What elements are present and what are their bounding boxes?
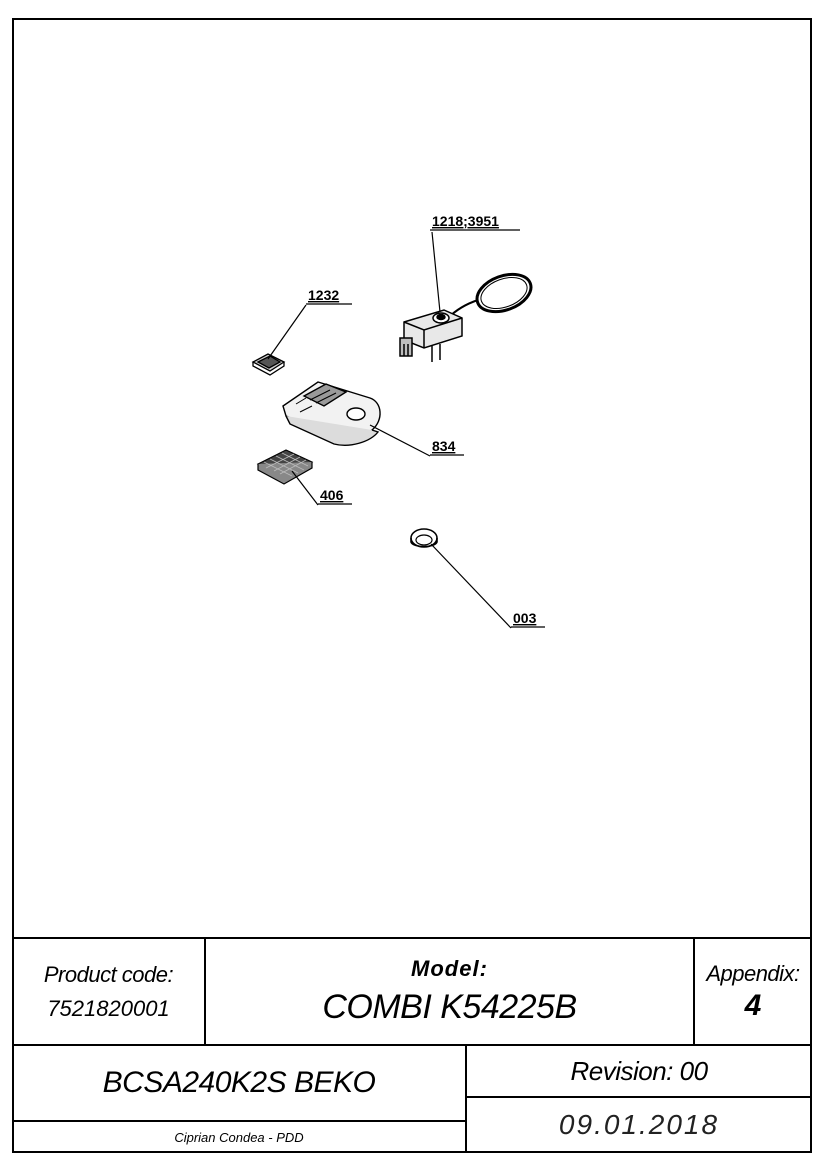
product-name: BCSA240K2S BEKO xyxy=(102,1066,376,1099)
product-name-cell: BCSA240K2S BEKO xyxy=(12,1045,466,1121)
leader-lines xyxy=(267,231,512,629)
model-value: COMBI K54225B xyxy=(322,988,577,1026)
part-003-ring xyxy=(410,528,438,548)
model-cell: Model: COMBI K54225B xyxy=(205,938,694,1045)
part-406-filter xyxy=(256,449,314,485)
author-text: Ciprian Condea - PDD xyxy=(174,1129,304,1145)
callout-406: 406 xyxy=(320,487,344,503)
part-834-cover xyxy=(282,381,381,446)
drawing-frame xyxy=(12,18,812,1153)
callout-1218: 1218;3951 xyxy=(432,213,499,229)
callout-003: 003 xyxy=(513,610,537,626)
appendix-cell: Appendix: 4 xyxy=(694,938,812,1045)
date-cell: 09.01.2018 xyxy=(466,1097,812,1153)
date-text: 09.01.2018 xyxy=(558,1109,720,1140)
appendix-label: Appendix: xyxy=(706,960,800,986)
product-code-value: 7521820001 xyxy=(47,995,170,1021)
product-code-cell: Product code: 7521820001 xyxy=(12,938,205,1045)
revision-text: Revision: 00 xyxy=(570,1055,708,1086)
appendix-value: 4 xyxy=(744,988,762,1022)
revision-cell: Revision: 00 xyxy=(466,1045,812,1097)
part-1218-valve xyxy=(399,272,533,362)
model-label: Model: xyxy=(411,956,488,981)
callout-labels: 1218;3951 1232 834 406 003 xyxy=(306,213,545,628)
product-code-label: Product code: xyxy=(43,961,174,987)
exploded-parts-drawing: 1218;3951 1232 834 406 003 xyxy=(251,213,545,629)
callout-834: 834 xyxy=(432,438,456,454)
author-cell: Ciprian Condea - PDD xyxy=(12,1121,466,1153)
part-1232-clip xyxy=(251,353,286,376)
callout-1232: 1232 xyxy=(308,287,339,303)
